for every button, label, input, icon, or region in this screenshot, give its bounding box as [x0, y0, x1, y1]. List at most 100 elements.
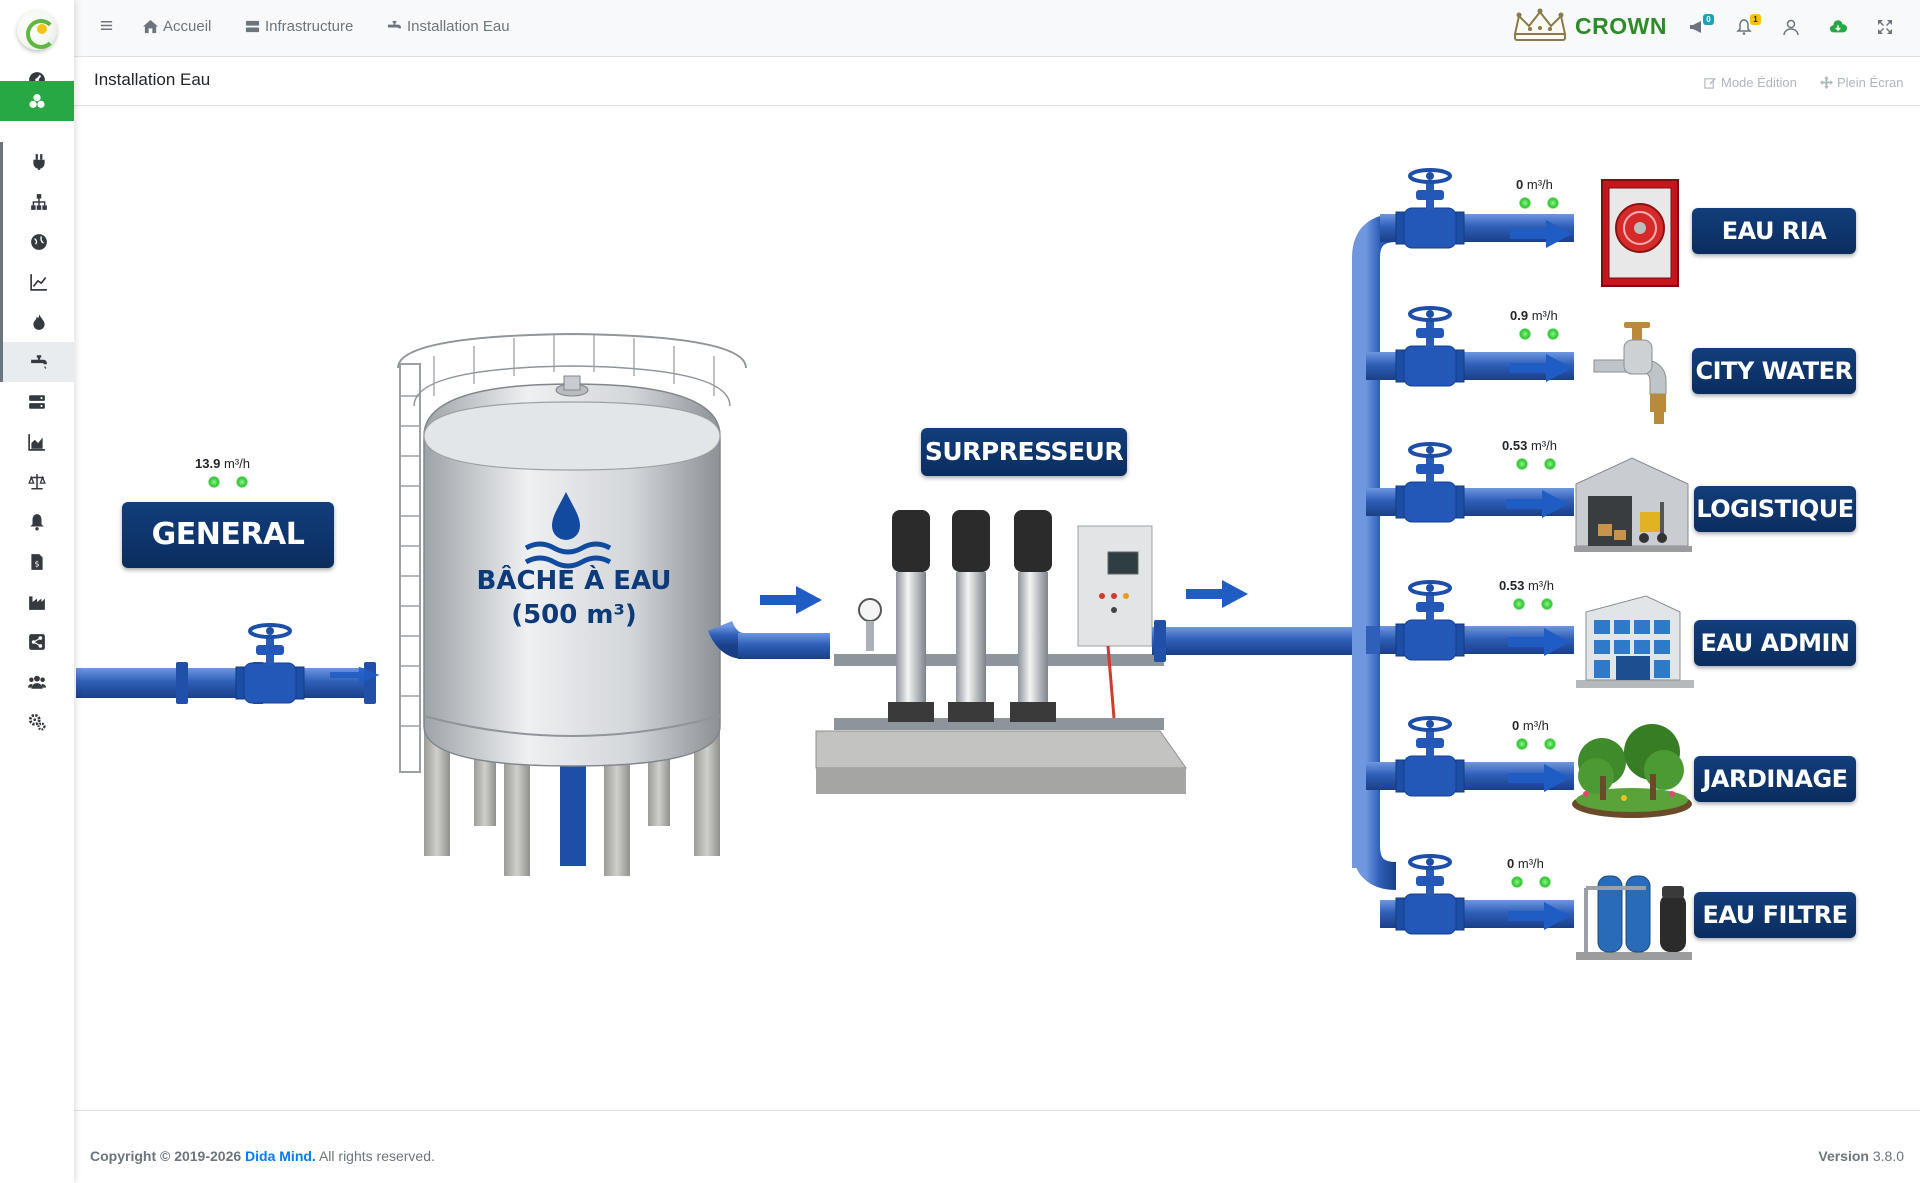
status-dot	[1547, 197, 1559, 209]
logistique-status	[1516, 458, 1556, 470]
city-water-label[interactable]: CITY WATER	[1692, 348, 1856, 394]
jardinage-flow: 0 m³/h	[1512, 718, 1549, 733]
sidebar-item-gas[interactable]	[0, 222, 74, 262]
bell-icon	[1736, 19, 1752, 35]
sidebar-item-balance[interactable]	[0, 462, 74, 502]
faucet-icon	[387, 20, 402, 29]
version-number: 3.8.0	[1872, 1148, 1904, 1164]
tank-label-line1: BÂCHE À EAU	[476, 566, 672, 596]
diagram-scene	[76, 168, 1694, 960]
brand-crown: CROWN	[1511, 8, 1667, 44]
home-icon	[143, 19, 158, 34]
messages-button[interactable]: 0	[1688, 14, 1714, 38]
jardinage-label[interactable]: JARDINAGE	[1694, 756, 1856, 802]
alerts-badge: 1	[1750, 14, 1761, 25]
general-eau-flow: 13.9 m³/h	[195, 456, 250, 471]
breadcrumb-current-label: Installation Eau	[407, 18, 510, 35]
sidebar-item-settings[interactable]	[0, 702, 74, 742]
sidebar-item-servers[interactable]	[0, 382, 74, 422]
status-dot	[1541, 598, 1553, 610]
share-icon	[29, 634, 45, 650]
balance-icon	[28, 474, 46, 490]
garden-icon	[1572, 724, 1692, 818]
tank-label-line2: (500 m³)	[511, 600, 637, 630]
copyright-prefix: Copyright © 2019-2026	[90, 1148, 242, 1164]
edit-mode-label: Mode Édition	[1721, 75, 1797, 90]
status-dot	[1516, 458, 1528, 470]
valve-eau-admin[interactable]	[1394, 580, 1466, 662]
tank-label: BÂCHE À EAU (500 m³)	[474, 564, 674, 632]
megaphone-icon	[1690, 21, 1701, 33]
status-dot	[1511, 876, 1523, 888]
alerts-button[interactable]: 1	[1735, 14, 1761, 38]
eau-filtre-label[interactable]: EAU FILTRE	[1694, 892, 1856, 938]
app-logo[interactable]	[17, 10, 57, 50]
sidebar-item-heating[interactable]	[0, 302, 74, 342]
sidebar-item-trends[interactable]	[0, 262, 74, 302]
status-dot	[1544, 738, 1556, 750]
logistique-label[interactable]: LOGISTIQUE	[1694, 486, 1856, 532]
surpresseur-label[interactable]: SURPRESSEUR	[921, 428, 1127, 476]
status-dot	[236, 476, 248, 488]
sidebar-item-industry[interactable]	[0, 582, 74, 622]
general-eau-label[interactable]: GENERAL EAU	[122, 502, 334, 618]
breadcrumb-infrastructure[interactable]: Infrastructure	[244, 18, 353, 35]
eau-admin-flow: 0.53 m³/h	[1499, 578, 1554, 593]
valve-eau-filtre[interactable]	[1394, 854, 1466, 936]
bell-icon	[30, 514, 44, 531]
sitemap-icon	[30, 194, 47, 210]
status-dot	[1519, 328, 1531, 340]
eau-ria-label[interactable]: EAU RIA	[1692, 208, 1856, 254]
sidebar-item-users[interactable]	[0, 662, 74, 702]
sidebar-item-utilities[interactable]	[0, 81, 74, 121]
rights-text: All rights reserved.	[318, 1148, 435, 1164]
sidebar-item-network[interactable]	[0, 182, 74, 222]
expand-button[interactable]	[1876, 18, 1896, 38]
plug-icon	[32, 154, 45, 170]
breadcrumb-infrastructure-label: Infrastructure	[265, 18, 354, 35]
edit-mode-button[interactable]: Mode Édition	[1704, 75, 1797, 90]
user-button[interactable]	[1782, 18, 1802, 38]
sidebar-item-invoices[interactable]: $	[0, 542, 74, 582]
valve-jardinage[interactable]	[1394, 716, 1466, 798]
hamburger-icon	[100, 21, 113, 30]
sidebar-item-electricity[interactable]	[0, 142, 74, 182]
tap-icon	[1593, 322, 1667, 424]
general-eau-status	[208, 476, 248, 488]
status-dot	[1519, 197, 1531, 209]
breadcrumb-home[interactable]: Accueil	[142, 18, 211, 35]
eau-filtre-flow: 0 m³/h	[1507, 856, 1544, 871]
inlet-valve[interactable]	[234, 623, 306, 705]
server-icon	[29, 395, 45, 409]
status-dot	[1539, 876, 1551, 888]
water-drop-icon	[552, 492, 580, 540]
fullscreen-button[interactable]: Plein Écran	[1820, 75, 1903, 90]
svg-text:$: $	[34, 560, 39, 569]
users-icon	[28, 675, 46, 689]
breadcrumb-current[interactable]: Installation Eau	[386, 18, 510, 35]
company-link[interactable]: Dida Mind.	[245, 1148, 316, 1164]
valve-city-water[interactable]	[1394, 306, 1466, 388]
status-dot	[1544, 458, 1556, 470]
cogs-icon	[28, 713, 46, 731]
eau-admin-label[interactable]: EAU ADMIN	[1694, 620, 1856, 666]
crown-logo-icon	[1513, 8, 1567, 41]
sidebar-item-water[interactable]	[0, 342, 74, 382]
status-dot	[1513, 598, 1525, 610]
valve-eau-ria[interactable]	[1394, 168, 1466, 250]
sidebar-item-share[interactable]	[0, 622, 74, 662]
warehouse-icon	[1574, 457, 1692, 552]
cloud-download-button[interactable]	[1829, 18, 1849, 38]
sidebar-item-reports[interactable]	[0, 422, 74, 462]
jardinage-status	[1516, 738, 1556, 750]
server-icon	[245, 20, 260, 33]
line-chart-icon	[29, 274, 47, 291]
status-dot	[1516, 738, 1528, 750]
menu-toggle-button[interactable]	[98, 18, 115, 33]
water-filter-icon	[1576, 875, 1692, 960]
sidebar-item-alerts[interactable]	[0, 502, 74, 542]
water-installation-diagram: 13.9 m³/h GENERAL EAU BÂCHE À EAU (500 m…	[74, 106, 1920, 1110]
water-tank	[397, 332, 747, 876]
user-icon	[1783, 19, 1799, 36]
valve-logistique[interactable]	[1394, 442, 1466, 524]
